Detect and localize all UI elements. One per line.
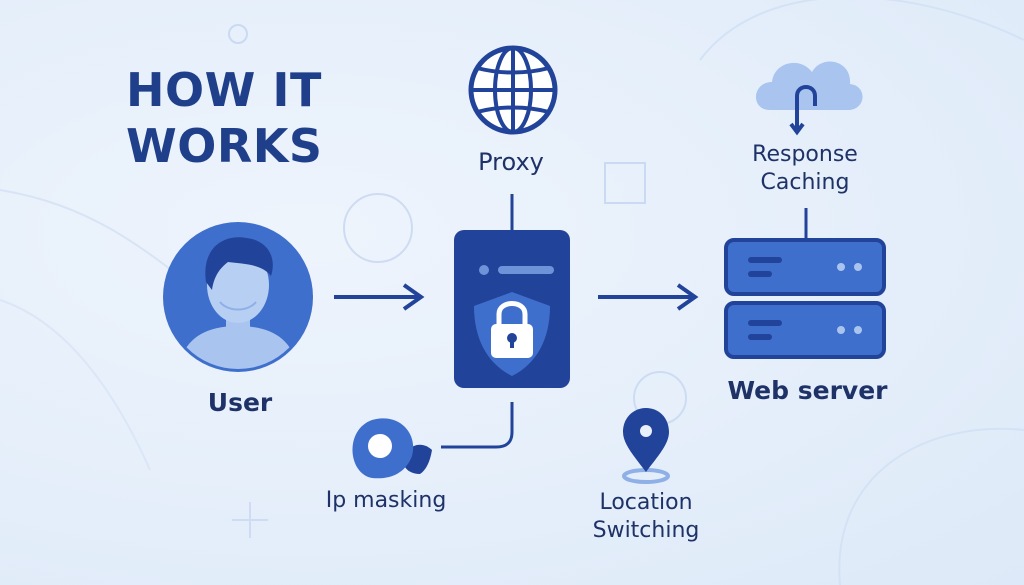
proxy-label: Proxy — [478, 148, 544, 176]
cloud-icon — [755, 61, 863, 136]
location-switching-label: Location Switching — [578, 489, 714, 545]
title-line-2: WORKS — [126, 119, 323, 173]
user-label: User — [207, 388, 273, 417]
location-switching-line-1: Location — [599, 490, 693, 515]
arrow-proxy-to-server — [598, 283, 699, 311]
response-caching-label: Response Caching — [735, 141, 875, 197]
title-line-1: HOW IT — [126, 63, 322, 117]
ip-mask-icon — [352, 418, 432, 479]
server-stack-icon — [724, 238, 886, 359]
globe-icon — [468, 45, 558, 135]
web-server-label: Web server — [727, 376, 888, 405]
shield-lock-icon — [454, 230, 570, 388]
ip-masking-label: Ip masking — [325, 488, 447, 513]
connector-proxy-ip — [441, 402, 514, 449]
user-avatar-icon — [163, 222, 313, 372]
diagram-title: HOW IT WORKS — [126, 62, 323, 174]
response-caching-line-2: Caching — [760, 170, 850, 195]
arrow-user-to-proxy — [334, 283, 425, 311]
location-pin-icon — [622, 408, 670, 484]
response-caching-line-1: Response — [752, 142, 858, 167]
location-switching-line-2: Switching — [592, 518, 700, 543]
